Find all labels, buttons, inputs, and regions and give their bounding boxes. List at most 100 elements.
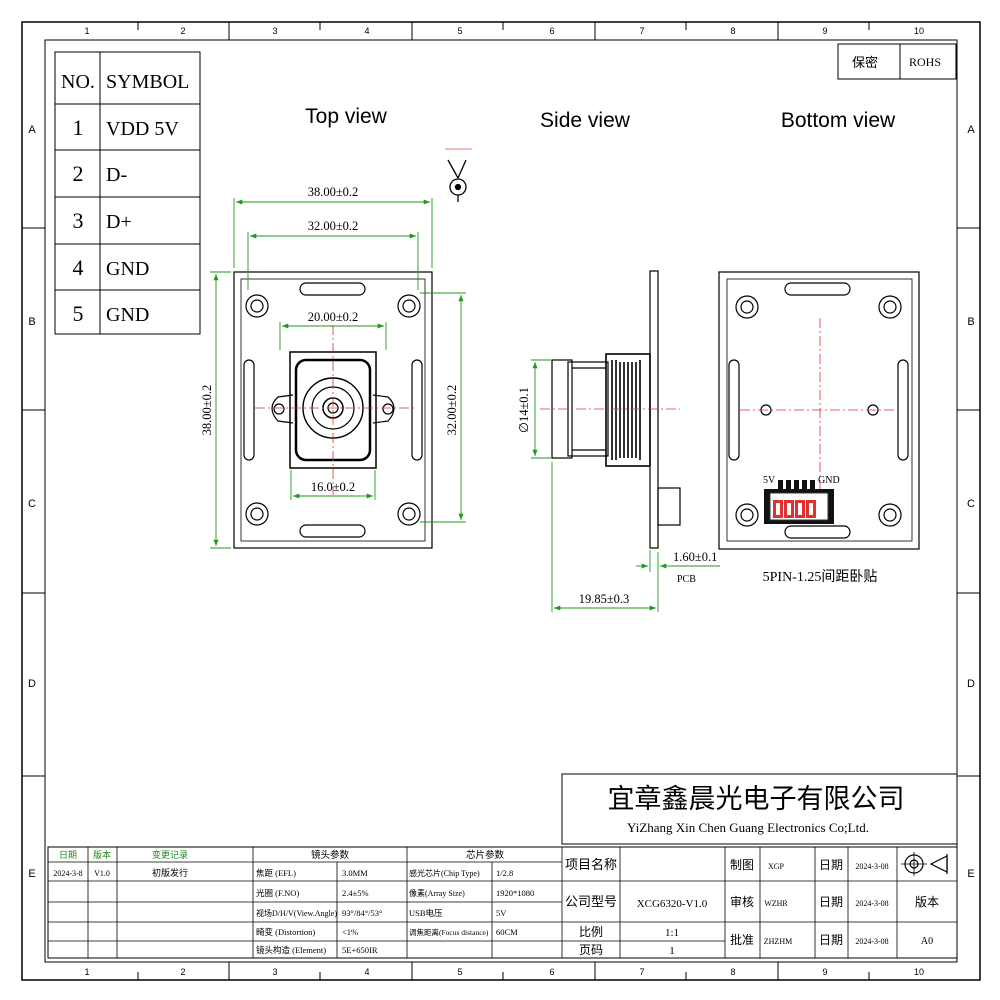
row-label: D	[967, 678, 975, 690]
col-label: 4	[364, 26, 369, 36]
bottom-view-connector	[764, 480, 834, 524]
side-view-thread	[611, 360, 641, 460]
col-label: 6	[549, 26, 554, 36]
symbol-row-name: VDD 5V	[106, 118, 179, 140]
rohs-label: ROHS	[909, 55, 941, 69]
confidential-label: 保密	[852, 55, 878, 70]
symbol-row-name: GND	[106, 258, 149, 280]
dim-holder-width: 20.00±0.2	[308, 310, 359, 324]
col-label: 1	[84, 967, 89, 977]
symbol-row-no: 5	[73, 301, 84, 326]
version-value: A0	[921, 936, 933, 947]
dim-hole-height: 32.00±0.2	[445, 385, 459, 436]
version-label: 版本	[915, 895, 939, 909]
company-block: 宜章鑫晨光电子有限公司 YiZhang Xin Chen Guang Elect…	[561, 773, 958, 845]
model-value: XCG6320-V1.0	[637, 898, 708, 910]
drawn-value: XGP	[768, 862, 785, 871]
col-label: 9	[822, 26, 827, 36]
corner-box: 保密 ROHS	[837, 43, 957, 80]
dim-outer-height: 38.00±0.2	[200, 385, 214, 436]
check-value: WZHR	[764, 899, 788, 908]
date-label: 日期	[819, 933, 843, 947]
approve-value: ZHZHM	[764, 937, 792, 946]
rev-change: 初版发行	[152, 867, 188, 878]
projection-symbol-icon	[901, 852, 948, 876]
usb-icon	[445, 148, 472, 202]
lens-param-value: 3.0MM	[342, 868, 368, 878]
row-label: A	[28, 124, 36, 136]
side-view-title: Side view	[540, 109, 631, 132]
col-label: 5	[457, 967, 462, 977]
scale-label: 比例	[579, 925, 603, 939]
col-label: 8	[730, 967, 735, 977]
col-label: 10	[914, 26, 924, 36]
symbol-row-name: GND	[106, 304, 149, 326]
row-label: A	[967, 124, 975, 136]
lens-param-key: 光圈 (F.NO)	[256, 888, 299, 898]
frame-column-labels: 1 2 3 4 5 6 7 8 9 10 1 2 3 4 5 6 7 8 9 1…	[84, 26, 924, 977]
col-label: 8	[730, 26, 735, 36]
lens-param-key: 视场D/H/V(View.Angle)	[256, 908, 337, 918]
symbol-row-no: 3	[73, 208, 84, 233]
lens-param-key: 畸变 (Distortion)	[256, 927, 315, 937]
pin-5v-label: 5V	[763, 475, 776, 486]
chip-param-key: 像素(Array Size)	[409, 888, 465, 898]
col-label: 6	[549, 967, 554, 977]
side-view-dimension-labels: ∅14±0.1 1.60±0.1 PCB 19.85±0.3	[517, 387, 717, 606]
rev-header-version: 版本	[93, 849, 111, 860]
lens-params-title: 镜头参数	[311, 849, 350, 861]
row-label: C	[28, 498, 36, 510]
bottom-view-title: Bottom view	[781, 109, 896, 132]
sheet-frame	[21, 21, 981, 981]
connector-note: 5PIN-1.25间距卧贴	[763, 569, 878, 585]
pin-gnd-label: GND	[818, 475, 840, 486]
frame-ticks	[22, 22, 980, 980]
chip-params-title: 芯片参数	[466, 849, 505, 861]
col-label: 5	[457, 26, 462, 36]
scale-value: 1:1	[665, 927, 679, 939]
chip-param-key: 调焦距离(Focus distance)	[409, 927, 489, 937]
check-label: 审核	[730, 894, 754, 909]
top-view-centerlines	[255, 325, 415, 495]
date-label: 日期	[819, 895, 843, 909]
top-view-title: Top view	[305, 105, 388, 128]
dim-total-length: 19.85±0.3	[579, 592, 630, 606]
date-value: 2024-3-08	[855, 937, 888, 946]
side-view-dimension-lines	[531, 359, 720, 612]
project-name-label: 项目名称	[565, 857, 617, 872]
rev-header-change: 变更记录	[152, 849, 188, 860]
row-label: E	[967, 868, 974, 880]
row-label: D	[28, 678, 36, 690]
chip-param-value: 60CM	[496, 927, 518, 937]
dim-lens-diameter: ∅14±0.1	[517, 387, 531, 433]
date-value: 2024-3-08	[855, 862, 888, 871]
symbol-row-no: 1	[73, 115, 84, 140]
col-label: 7	[639, 26, 644, 36]
company-name-cn: 宜章鑫晨光电子有限公司	[608, 784, 905, 814]
col-label: 3	[272, 26, 277, 36]
chip-param-key: 感光芯片(Chip Type)	[409, 868, 480, 878]
lens-param-key: 焦距 (EFL)	[256, 868, 296, 878]
symbol-row-name: D+	[106, 211, 132, 233]
col-label: 2	[180, 967, 185, 977]
col-label: 1	[84, 26, 89, 36]
symbol-row-no: 2	[73, 161, 84, 186]
lens-param-value: 93°/84°/53°	[342, 908, 382, 918]
col-label: 9	[822, 967, 827, 977]
symbol-table-header-symbol: SYMBOL	[106, 71, 189, 93]
bottom-view-board	[718, 271, 920, 550]
rev-header-date: 日期	[59, 850, 77, 860]
row-label: C	[967, 498, 975, 510]
col-label: 3	[272, 967, 277, 977]
page-label: 页码	[579, 943, 603, 957]
company-name-en: YiZhang Xin Chen Guang Electronics Co;Lt…	[627, 820, 869, 835]
col-label: 10	[914, 967, 924, 977]
page-value: 1	[669, 945, 675, 957]
revision-table: 日期 版本 变更记录 2024-3-8 V1.0 初版发行	[53, 849, 188, 878]
drawn-label: 制图	[730, 858, 754, 872]
dim-pcb-thickness: 1.60±0.1	[673, 550, 717, 564]
dim-base-width: 16.0±0.2	[311, 480, 355, 494]
date-value: 2024-3-08	[855, 899, 888, 908]
model-label: 公司型号	[565, 894, 617, 909]
